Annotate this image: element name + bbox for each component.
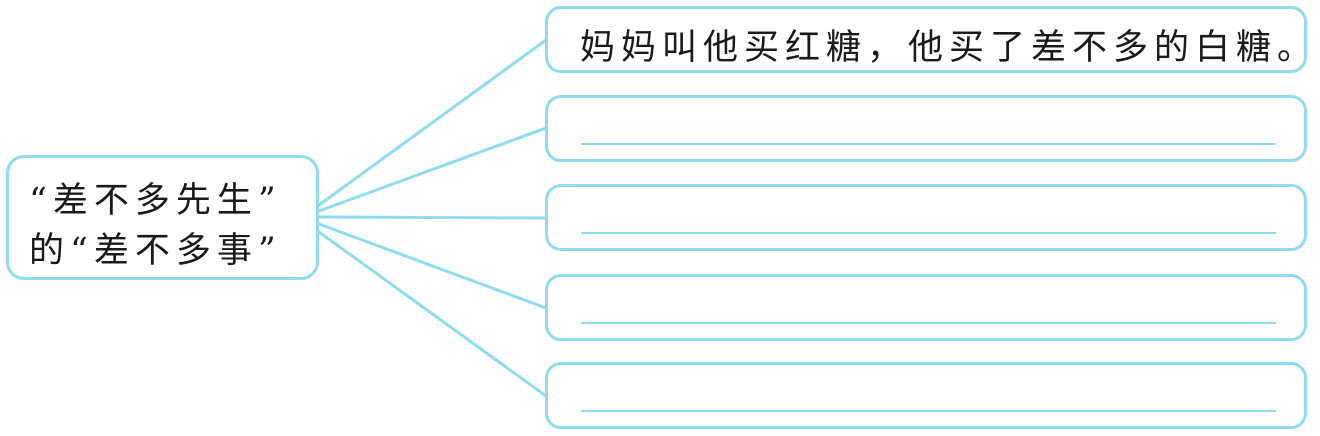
branch-box-answer-1[interactable] [545,95,1307,162]
branch-box-answer-4[interactable] [545,362,1307,429]
answer-writing-line [581,232,1276,234]
connector-line-1 [317,126,548,213]
center-node-line-2: 的“差不多事” [29,231,282,271]
branch-box-example: 妈妈叫他买红糖，他买了差不多的白糖。 [545,6,1312,73]
connector-line-2 [317,215,548,220]
answer-writing-line [581,143,1276,145]
connector-line-0 [317,38,548,207]
answer-writing-line [581,322,1276,324]
connector-line-4 [317,230,548,398]
connector-line-3 [317,222,548,310]
answer-writing-line [581,410,1276,412]
branch-box-answer-2[interactable] [545,184,1307,251]
branch-box-answer-3[interactable] [545,274,1307,341]
center-node-line-1: “差不多先生” [29,181,282,221]
branch-example-text: 妈妈叫他买红糖，他买了差不多的白糖。 [580,28,1319,68]
center-node: “差不多先生” 的“差不多事” [6,155,319,280]
